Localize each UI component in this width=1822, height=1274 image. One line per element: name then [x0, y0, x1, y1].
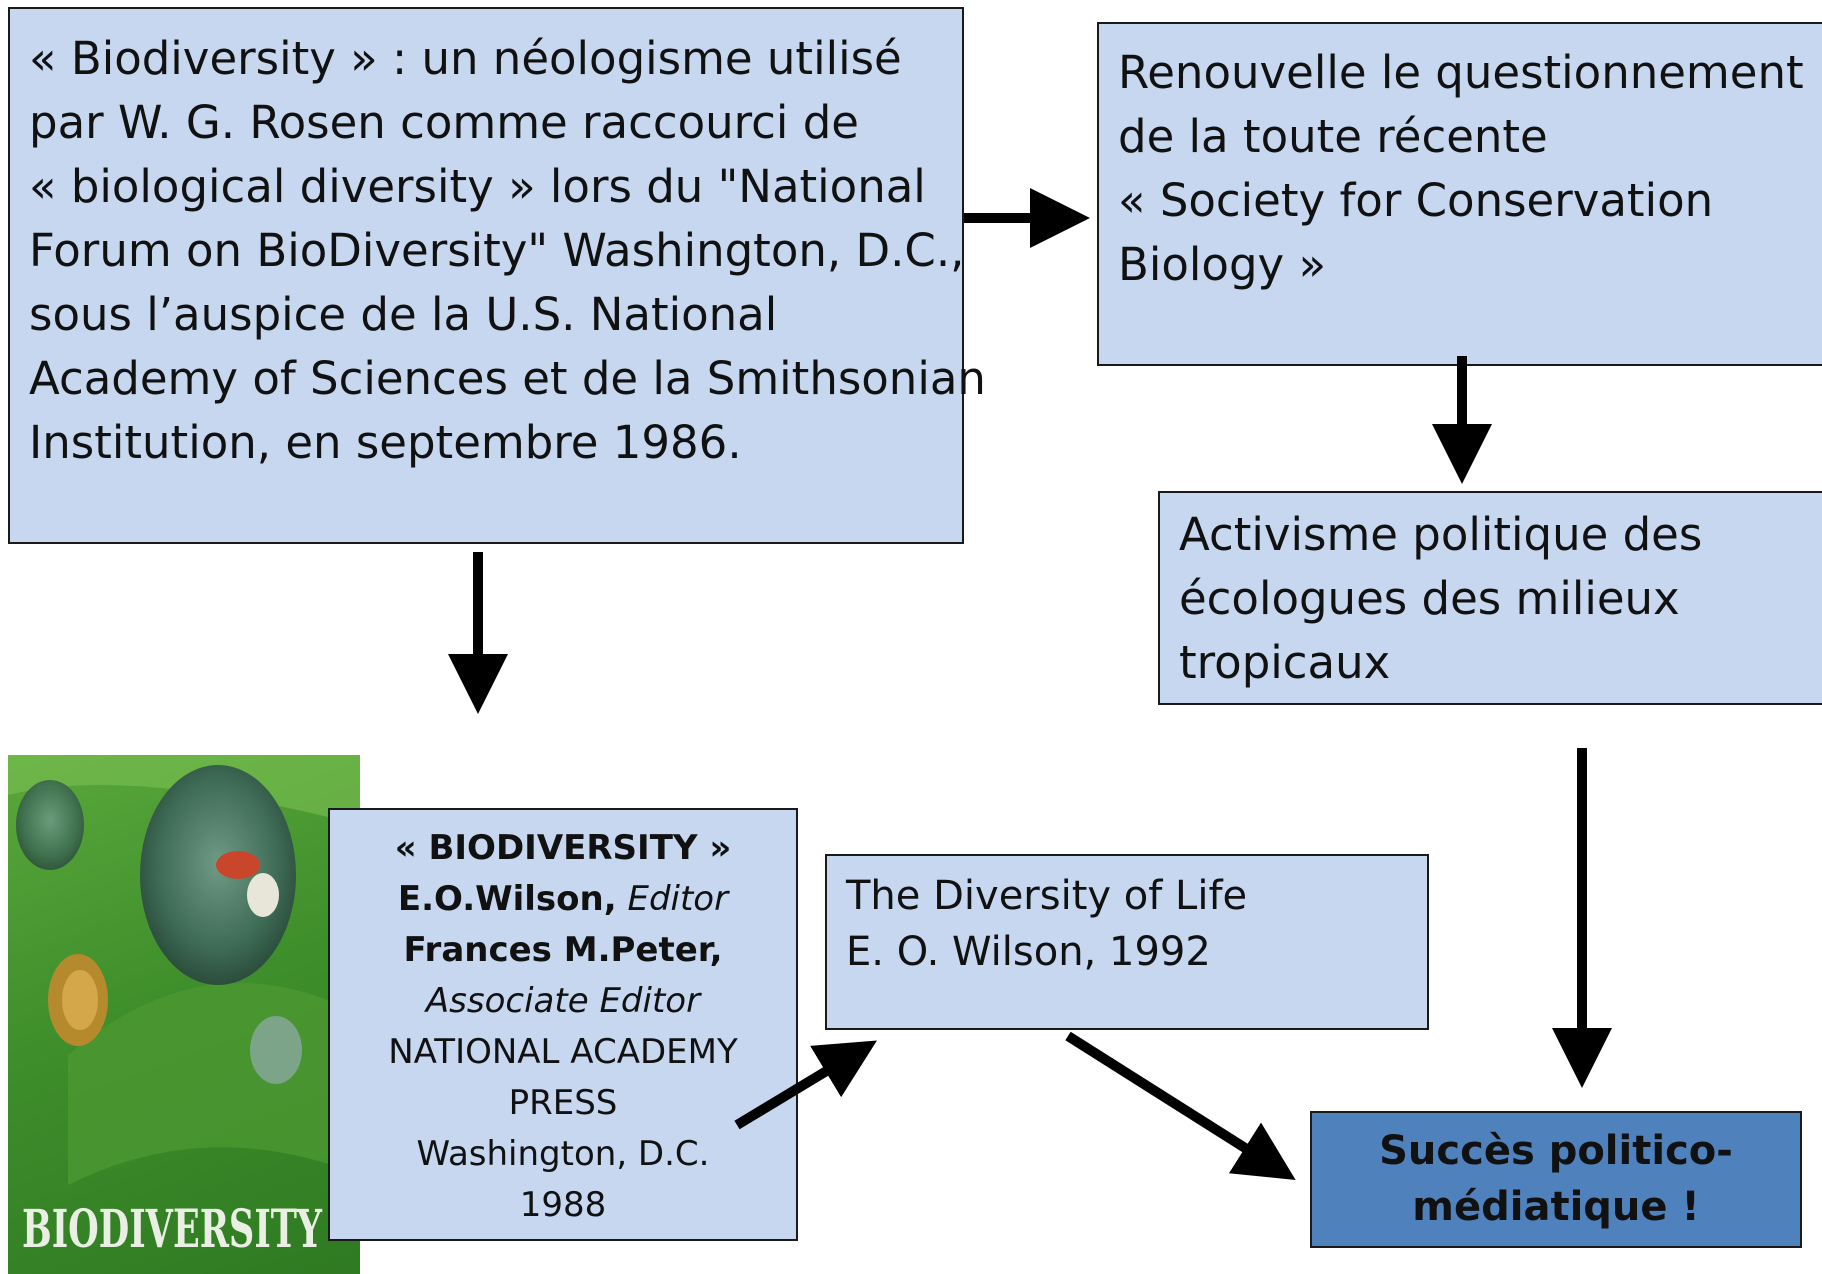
- origin-line-7: Institution, en septembre 1986.: [29, 416, 742, 469]
- book-cover-art: BIODIVERSITY: [8, 755, 360, 1260]
- society-line-1: Renouvelle le questionnement: [1118, 46, 1804, 99]
- box-society: Renouvelle le questionnement de la toute…: [1097, 22, 1822, 366]
- arrow-book-to-diversity: [734, 1040, 877, 1130]
- book-year: 1988: [519, 1185, 607, 1225]
- box-result: Succès politico- médiatique !: [1310, 1111, 1802, 1248]
- result-line-2: médiatique !: [1412, 1184, 1700, 1230]
- society-line-3: « Society for Conservation: [1118, 174, 1714, 227]
- origin-line-6: Academy of Sciences et de la Smithsonian: [29, 352, 986, 405]
- activism-line-1: Activisme politique des: [1179, 508, 1703, 561]
- book-publisher-2: PRESS: [508, 1083, 618, 1123]
- book-place: Washington, D.C.: [416, 1134, 710, 1174]
- society-line-4: Biology »: [1118, 238, 1326, 291]
- origin-line-3: « biological diversity » lors du "Nation…: [29, 160, 926, 213]
- diversity-line-2: E. O. Wilson, 1992: [846, 929, 1211, 975]
- arrow-diversity-to-result: [1065, 1031, 1296, 1180]
- activism-line-3: tropicaux: [1179, 636, 1391, 689]
- box-diversity-of-life: The Diversity of Life E. O. Wilson, 1992: [825, 854, 1429, 1030]
- society-line-2: de la toute récente: [1118, 110, 1548, 163]
- result-line-1: Succès politico-: [1379, 1128, 1733, 1174]
- book-cover-image: BIODIVERSITY: [8, 755, 360, 1274]
- box-origin: « Biodiversity » : un néologisme utilisé…: [8, 7, 986, 544]
- diversity-line-1: The Diversity of Life: [846, 873, 1248, 919]
- activism-line-2: écologues des milieux: [1179, 572, 1680, 625]
- box-activism: Activisme politique des écologues des mi…: [1158, 491, 1822, 705]
- origin-line-1: « Biodiversity » : un néologisme utilisé: [29, 32, 902, 85]
- book-editor-name: E.O.Wilson,: [397, 879, 617, 919]
- book-editor-role: Editor: [616, 879, 729, 919]
- book-cover-title: BIODIVERSITY: [22, 1199, 323, 1260]
- book-title: « BIODIVERSITY »: [394, 828, 732, 868]
- book-editor: E.O.Wilson, Editor: [330, 874, 796, 925]
- origin-line-4: Forum on BioDiversity" Washington, D.C.,: [29, 224, 965, 277]
- origin-line-5: sous l’auspice de la U.S. National: [29, 288, 778, 341]
- origin-line-2: par W. G. Rosen comme raccourci de: [29, 96, 859, 149]
- book-publisher-1: NATIONAL ACADEMY: [388, 1032, 738, 1072]
- book-associate-name: Frances M.Peter,: [403, 930, 723, 970]
- box-book: « BIODIVERSITY » E.O.Wilson, Editor Fran…: [328, 808, 798, 1241]
- book-associate-role: Associate Editor: [425, 981, 701, 1021]
